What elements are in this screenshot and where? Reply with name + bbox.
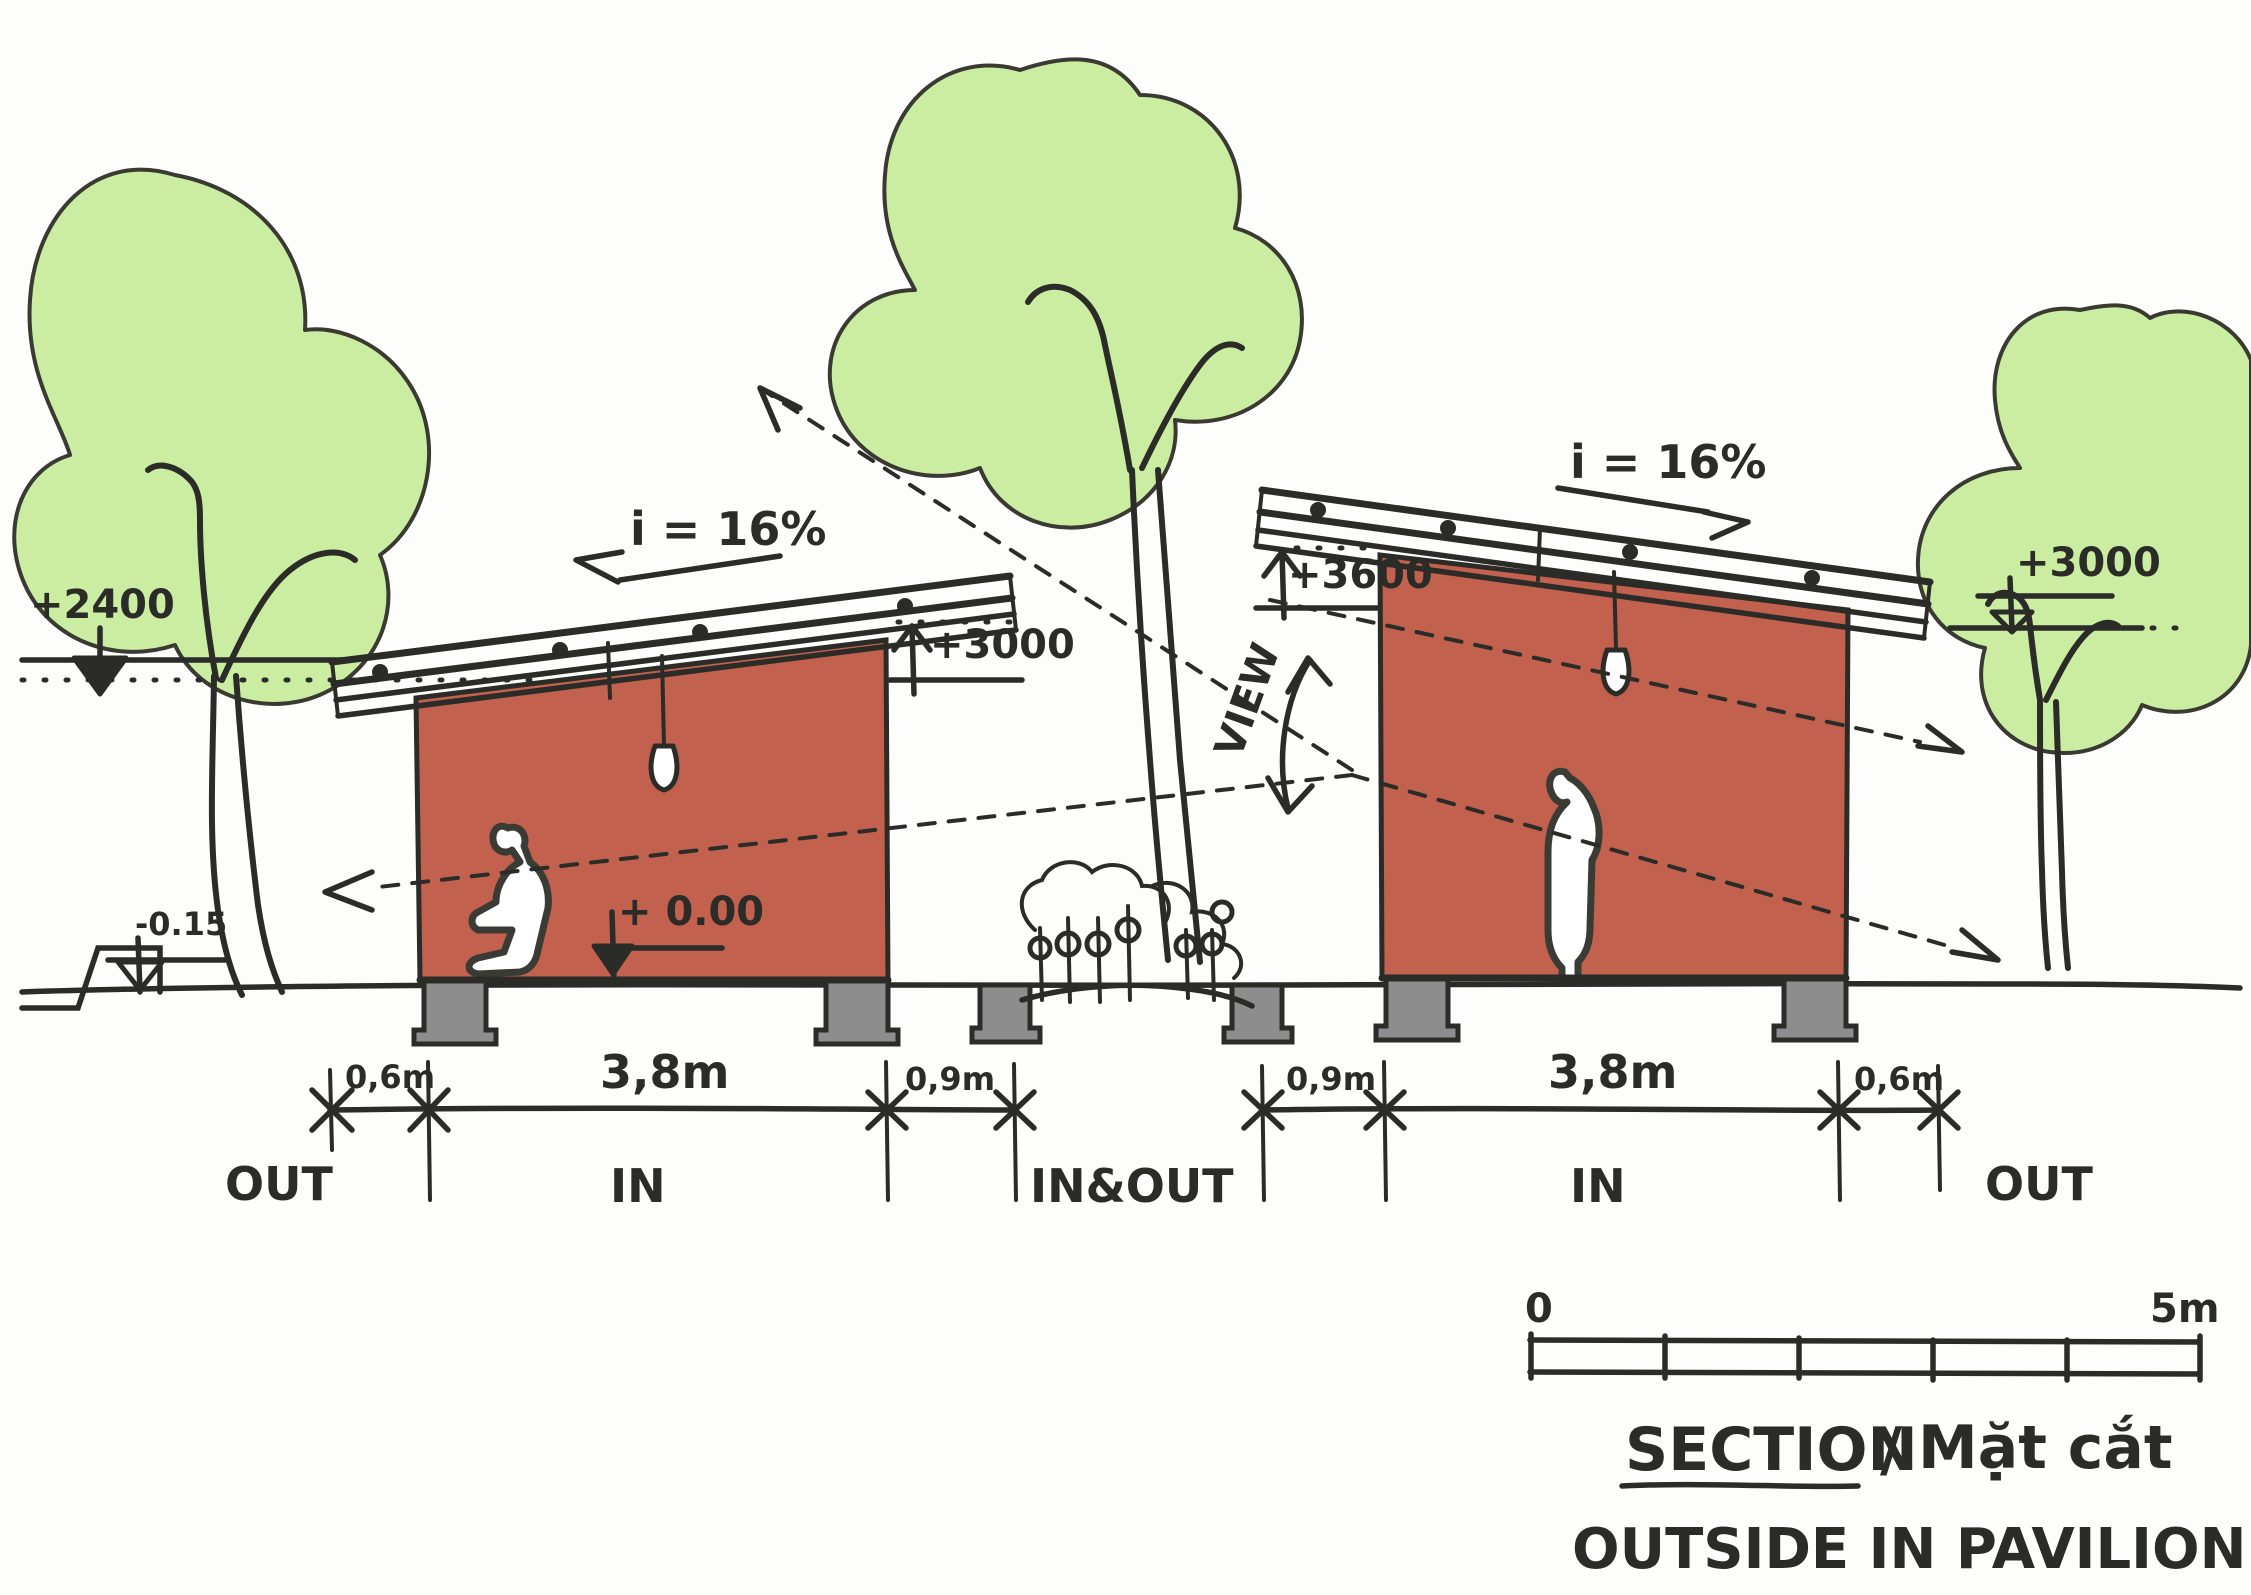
figure-standing bbox=[1544, 767, 1603, 982]
sightlines bbox=[322, 385, 2001, 963]
roof-right bbox=[1253, 486, 1934, 641]
pendant-lamp-right bbox=[1600, 570, 1632, 697]
dim-value-out-left: 0,6m bbox=[345, 1058, 435, 1096]
level-marker-minus015: -0.15 bbox=[105, 905, 228, 995]
title-section: SECTION bbox=[1625, 1415, 1918, 1485]
tree-left bbox=[12, 167, 431, 998]
level-marker-3600: +3600 bbox=[1253, 545, 1433, 621]
level-label-3000-left: +3000 bbox=[930, 622, 1075, 668]
dim-value-out-right: 0,6m bbox=[1854, 1060, 1944, 1098]
level-label-000: + 0.00 bbox=[618, 889, 764, 935]
view-label: VIEW bbox=[1206, 637, 1289, 763]
figure-seated bbox=[465, 822, 552, 978]
roof-left bbox=[328, 572, 1019, 719]
level-marker-2400: +2400 bbox=[19, 582, 543, 697]
building-right bbox=[1253, 486, 1934, 1043]
zone-label-in-out: IN&OUT bbox=[1030, 1159, 1234, 1213]
level-label-3000-right: +3000 bbox=[2016, 540, 2161, 586]
zone-label-out-left: OUT bbox=[225, 1157, 333, 1211]
scale-end-label: 5m bbox=[2150, 1286, 2220, 1332]
title-subtitle: OUTSIDE IN PAVILION bbox=[1572, 1517, 2247, 1582]
zone-label-out-right: OUT bbox=[1985, 1157, 2093, 1211]
pendant-lamp-left bbox=[648, 654, 680, 793]
title-block: SECTION / Mặt cắt OUTSIDE IN PAVILION bbox=[1572, 1413, 2247, 1582]
scale-start-label: 0 bbox=[1525, 1286, 1553, 1332]
graphic-scale-bar: 0 5m bbox=[1525, 1286, 2220, 1383]
level-label-2400: +2400 bbox=[30, 582, 175, 628]
dimension-chain: 0,6m 3,8m 0,9m 0,9m 3,8m 0,6m bbox=[309, 1045, 1961, 1202]
planting-bed-center bbox=[969, 860, 1295, 1045]
dim-value-gap-right: 0,9m bbox=[1286, 1060, 1376, 1098]
zone-label-in-left: IN bbox=[610, 1159, 666, 1213]
dim-value-gap-left: 0,9m bbox=[905, 1060, 995, 1098]
building-left bbox=[328, 572, 1019, 1047]
slope-label-left: i = 16% bbox=[630, 502, 826, 556]
zone-label-in-right: IN bbox=[1570, 1159, 1626, 1213]
level-label-3600: +3600 bbox=[1288, 552, 1433, 598]
slope-left: i = 16% bbox=[573, 502, 826, 585]
title-separator: / bbox=[1880, 1415, 1902, 1485]
zone-labels: OUT IN IN&OUT IN OUT bbox=[225, 1157, 2093, 1213]
tree-right bbox=[1915, 303, 2251, 971]
dim-value-in-right: 3,8m bbox=[1548, 1045, 1677, 1099]
level-marker-3000-right: +3000 bbox=[1947, 540, 2183, 635]
level-marker-000: + 0.00 bbox=[591, 889, 764, 981]
dim-value-in-left: 3,8m bbox=[600, 1045, 729, 1099]
title-vietnamese: Mặt cắt bbox=[1918, 1413, 2173, 1483]
view-annotation: VIEW bbox=[1206, 637, 1333, 815]
level-label-minus015: -0.15 bbox=[135, 905, 227, 943]
slope-right: i = 16% bbox=[1555, 435, 1766, 541]
level-marker-3000-left: +3000 bbox=[887, 619, 1075, 697]
slope-label-right: i = 16% bbox=[1570, 435, 1766, 489]
